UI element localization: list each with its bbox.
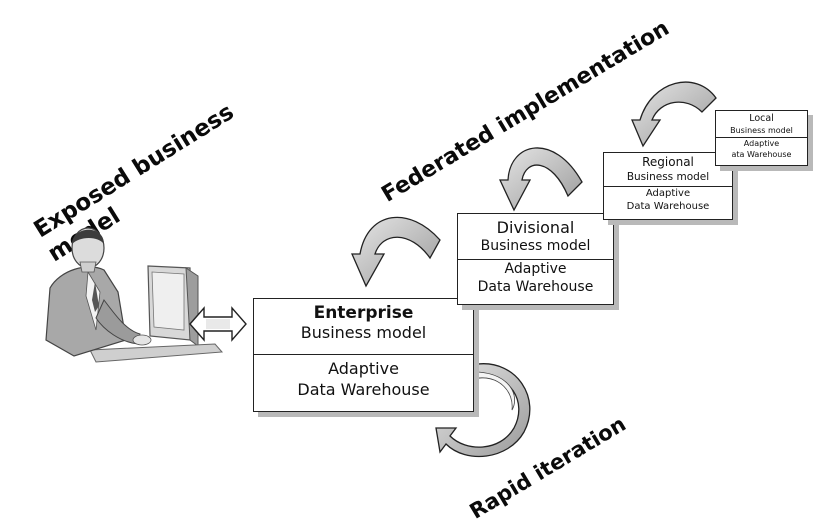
circular-arrow-icon: [435, 363, 531, 458]
local-subtitle: Business model: [730, 126, 793, 135]
divisional-adaptive: Adaptive: [504, 261, 567, 277]
curved-arrow-icon: [631, 81, 717, 148]
diagram-canvas: Exposed business model Federated impleme…: [29, 16, 808, 524]
curved-arrow-icon: [498, 147, 583, 212]
enterprise-subtitle: Business model: [300, 323, 427, 342]
enterprise-data-warehouse: Data Warehouse: [297, 380, 430, 399]
divisional-subtitle: Business model: [480, 238, 591, 254]
local-warehouse-section: Adaptive ata Warehouse: [716, 138, 807, 160]
divisional-box: Divisional Business model Adaptive Data …: [457, 213, 614, 305]
regional-warehouse-section: Adaptive Data Warehouse: [604, 187, 732, 213]
curved-arrow-icon: [351, 216, 441, 288]
local-data-warehouse: ata Warehouse: [731, 150, 792, 159]
diagram-graphics: [45, 81, 717, 458]
regional-business-model-section: Regional Business model: [604, 153, 732, 187]
divisional-data-warehouse: Data Warehouse: [477, 279, 594, 295]
local-title: Local: [749, 113, 774, 124]
divisional-business-model-section: Divisional Business model: [458, 214, 613, 260]
double-arrow-icon: [189, 306, 247, 342]
regional-data-warehouse: Data Warehouse: [626, 201, 710, 212]
enterprise-business-model-section: Enterprise Business model: [254, 299, 473, 355]
enterprise-title: Enterprise: [313, 303, 414, 323]
businessman-at-computer-icon: [45, 227, 224, 363]
enterprise-warehouse-section: Adaptive Data Warehouse: [254, 355, 473, 400]
regional-box: Regional Business model Adaptive Data Wa…: [603, 152, 733, 220]
local-business-model-section: Local Business model: [716, 111, 807, 138]
divisional-warehouse-section: Adaptive Data Warehouse: [458, 260, 613, 296]
enterprise-adaptive: Adaptive: [328, 359, 399, 378]
regional-subtitle: Business model: [626, 171, 710, 183]
enterprise-box: Enterprise Business model Adaptive Data …: [253, 298, 474, 412]
regional-adaptive: Adaptive: [645, 188, 691, 199]
local-adaptive: Adaptive: [743, 139, 780, 148]
divisional-title: Divisional: [496, 218, 575, 237]
local-box: Local Business model Adaptive ata Wareho…: [715, 110, 808, 166]
regional-title: Regional: [642, 155, 694, 169]
